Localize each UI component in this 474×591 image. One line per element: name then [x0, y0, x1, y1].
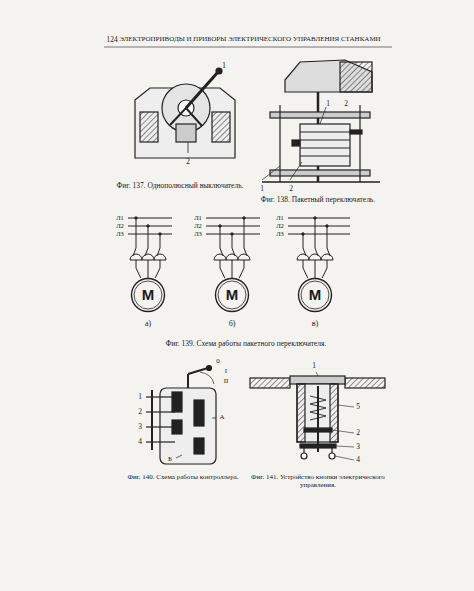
callout-number: 2: [186, 158, 190, 167]
push-button: [250, 372, 385, 460]
callout-number: 3: [138, 423, 142, 431]
variant-label: б): [229, 320, 236, 329]
motor-circle: M: [130, 277, 166, 313]
callout-number: 1: [326, 100, 330, 108]
position-mark: I: [225, 368, 227, 376]
caption: Фиг. 140. Схема работы контроллера.: [127, 474, 238, 482]
caption: Фиг. 138. Пакетный переключатель.: [261, 196, 375, 204]
drum-controller: [146, 366, 216, 465]
variant-label: в): [312, 320, 318, 329]
motor-letter: M: [130, 277, 166, 313]
callout-number: 4: [356, 456, 360, 464]
callout-number: 1: [138, 393, 142, 401]
callout-number: 2: [344, 100, 348, 108]
motor-letter: M: [297, 277, 333, 313]
caption: Фиг. 141. Устройство кнопки электрическо…: [251, 474, 386, 489]
bus-label: Л1: [276, 214, 284, 221]
bus-label: Л2: [194, 222, 202, 229]
segment-label: Б: [168, 456, 172, 464]
caption: Фиг. 137. Однополюсный выключатель.: [117, 182, 244, 190]
packet-switch: [262, 60, 380, 182]
bus-label: Л3: [116, 230, 124, 237]
header-rule: [104, 47, 392, 48]
callout-number: 2: [356, 429, 360, 437]
callout-number: 5: [356, 403, 360, 411]
bus-label: Л1: [194, 214, 202, 221]
bus-label: Л3: [276, 230, 284, 237]
motor-circle: M: [297, 277, 333, 313]
page-number: 124: [106, 36, 117, 44]
bus-label: Л2: [116, 222, 124, 229]
callout-number: 1: [222, 62, 226, 71]
bus-label: Л3: [194, 230, 202, 237]
callout-number: 2: [289, 185, 293, 193]
bus-label: Л1: [116, 214, 124, 221]
motor-letter: M: [214, 277, 250, 313]
callout-number: 2: [138, 408, 142, 416]
variant-label: а): [145, 320, 151, 329]
switch-schemes: [128, 217, 350, 278]
position-mark: II: [224, 378, 229, 386]
running-header: ЭЛЕКТРОПРИВОДЫ И ПРИБОРЫ ЭЛЕКТРИЧЕСКОГО …: [119, 36, 380, 44]
segment-label: А: [219, 414, 224, 422]
position-mark: 0: [216, 358, 220, 366]
bus-label: Л2: [276, 222, 284, 229]
callout-number: 1: [260, 185, 264, 193]
callout-number: 4: [138, 438, 142, 446]
single-pole-switch: [135, 68, 235, 158]
caption: Фиг. 139. Схема работы пакетного переклю…: [166, 340, 327, 348]
callout-number: 3: [356, 443, 360, 451]
motor-circle: M: [214, 277, 250, 313]
callout-number: 1: [312, 362, 316, 370]
